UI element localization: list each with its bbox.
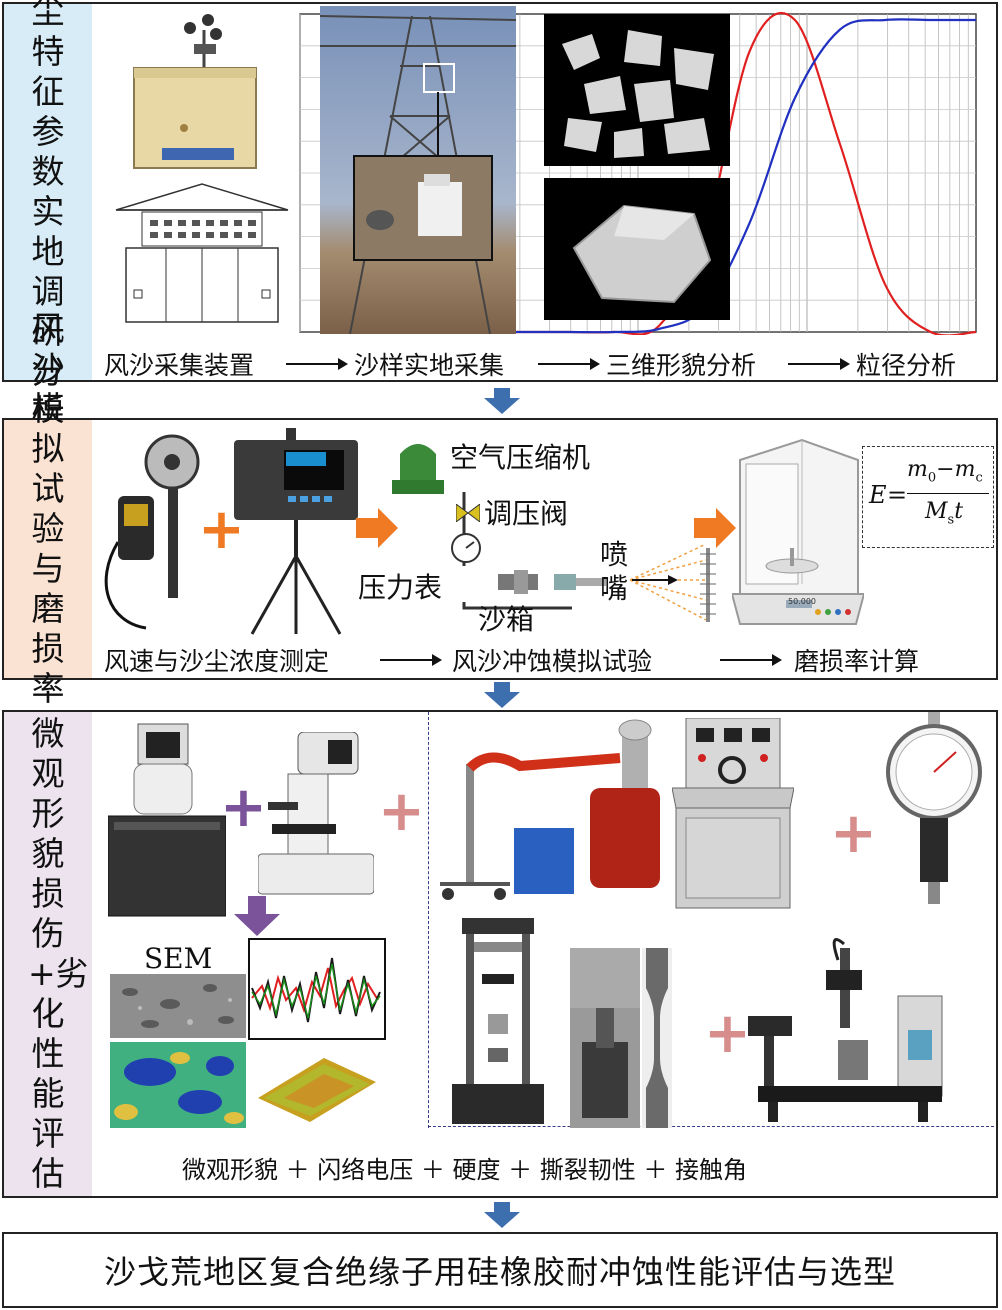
stage2-panel: 风沙模拟试验与磨损率评估 + 空气压缩机 调压阀 压力表	[2, 309, 998, 788]
stage3-panel: 微观形貌损伤+劣化性能评估 + + SEM	[2, 710, 998, 1198]
pressure-gauge-label: 压力表	[358, 571, 443, 604]
stage1-arrow-2	[538, 358, 600, 370]
dumbbell-specimen-photo	[642, 948, 672, 1128]
stage1-arrow-3	[788, 358, 850, 370]
stage2-arrow-2	[720, 654, 782, 666]
stage2-orange-arrow-1	[356, 508, 398, 548]
stage3-divider	[428, 712, 429, 1128]
stage1-side-text: 沙尘特征参数实地调研分析	[31, 0, 65, 431]
contact-angle-goniometer-icon	[748, 938, 943, 1122]
stage1-step-2: 沙样实地采集	[354, 351, 505, 380]
stage2-orange-arrow-2	[694, 508, 736, 548]
stage1-step-4: 粒径分析	[856, 351, 957, 380]
surface-3d-map	[258, 1058, 376, 1122]
plus-sign-pink-1: +	[378, 779, 425, 844]
tower-photo	[320, 6, 516, 334]
sem-microscope-icon	[108, 723, 226, 917]
shore-durometer-icon	[886, 712, 982, 904]
formula-fraction-bar	[907, 493, 989, 494]
weather-station-icon	[133, 14, 257, 169]
balance-display: 50.000	[788, 597, 816, 606]
stage2-step-1: 风速与沙尘浓度测定	[104, 647, 330, 676]
stage3-side-label: 微观形貌损伤+劣化性能评估	[4, 712, 92, 1196]
pressure-valve-icon	[456, 504, 480, 522]
flow-arrow-1	[484, 388, 520, 414]
formula-equals: =	[887, 481, 908, 509]
stage1-step-1: 风沙采集装置	[104, 351, 255, 380]
sandbox-icon	[498, 570, 606, 594]
plus-sign-purple: +	[220, 775, 267, 840]
stage3-bottom-divider	[428, 1126, 994, 1127]
formula-denominator: Mst	[925, 499, 964, 528]
anemometer-icon	[104, 434, 200, 630]
chart-series-line-2	[478, 18, 976, 334]
flow-arrow-2	[484, 682, 520, 708]
stage2-side-label: 风沙模拟试验与磨损率评估	[4, 309, 92, 788]
stage1-step-3: 三维形貌分析	[606, 351, 757, 380]
stage1-arrow-1	[286, 358, 348, 370]
control-cabinet-icon	[672, 718, 794, 909]
optical-microscope-icon	[258, 732, 374, 895]
final-result-box: 沙戈荒地区复合绝缘子用硅橡胶耐冲蚀性能评估与选型	[2, 1232, 998, 1308]
plus-sign-pink-3: +	[704, 1001, 751, 1066]
stage3-side-text: 微观形貌损伤+劣化性能评估	[28, 714, 89, 1193]
nozzle-label: 喷嘴	[600, 538, 629, 605]
final-result-text: 沙戈荒地区复合绝缘子用硅橡胶耐冲蚀性能评估与选型	[103, 1253, 896, 1291]
wear-rate-formula-box: E = m0−mc Mst	[862, 446, 994, 548]
pressure-valve-label: 调压阀	[484, 497, 569, 530]
stage2-step-2: 风沙冲蚀模拟试验	[452, 647, 653, 676]
sem-label: SEM	[144, 942, 213, 975]
air-compressor-icon	[392, 444, 444, 494]
stage1-panel: 沙尘特征参数实地调研分析	[2, 0, 998, 431]
analytical-balance-icon	[732, 438, 864, 625]
surface-profile-plot	[248, 938, 386, 1040]
pressure-gauge-icon	[451, 533, 481, 563]
surface-heatmap-2d	[110, 1042, 246, 1128]
spray-jet	[630, 543, 716, 622]
tensile-clamp-photo	[570, 948, 640, 1128]
purple-down-arrow	[234, 896, 280, 936]
formula-numerator: m0−mc	[907, 457, 983, 486]
sem-image	[110, 974, 246, 1038]
air-compressor-label: 空气压缩机	[450, 441, 591, 474]
stage2-arrow-1	[380, 654, 442, 666]
sampler-shelter-drawing	[115, 183, 289, 323]
flow-arrow-3	[484, 1202, 520, 1228]
sandbox-label: 沙箱	[478, 603, 535, 636]
plus-sign-pink-2: +	[830, 801, 877, 866]
single-particle-3d-image	[544, 178, 730, 320]
sand-3d-particles-image	[544, 14, 730, 166]
stage2-step-3: 磨损率计算	[794, 647, 920, 676]
tensile-testing-machine-icon	[452, 918, 544, 1124]
stage3-caption: 微观形貌 ＋ 闪络电压 ＋ 硬度 ＋ 撕裂韧性 ＋ 接触角	[182, 1156, 748, 1184]
stage1-side-label: 沙尘特征参数实地调研分析	[4, 0, 92, 431]
formula-lhs: E	[869, 481, 887, 509]
dust-concentration-meter-icon	[234, 428, 358, 635]
high-voltage-test-set-icon	[440, 719, 660, 900]
